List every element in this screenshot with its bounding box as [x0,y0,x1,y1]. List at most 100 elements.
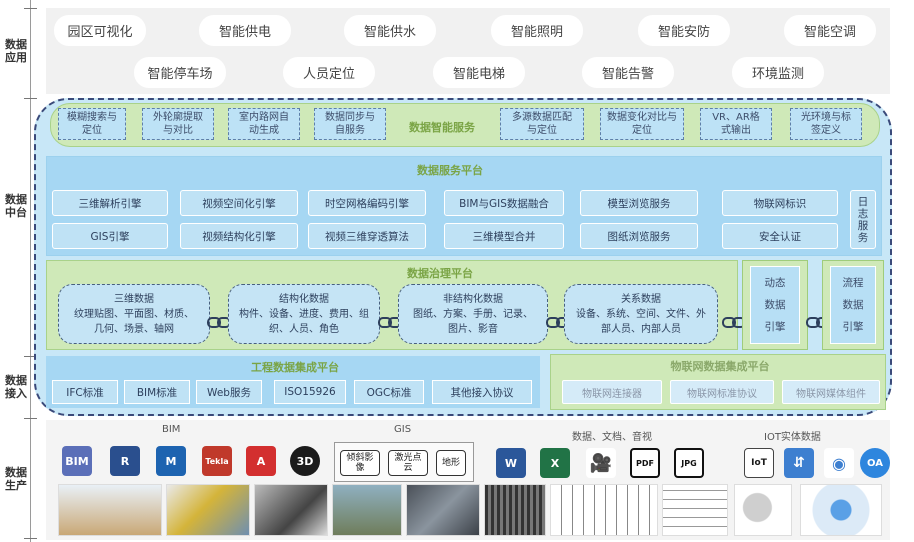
service-item[interactable]: 模型浏览服务 [580,190,698,216]
iot-component[interactable]: 物联网标准协议 [670,380,774,404]
drawing-image [550,484,658,536]
axis-tick [24,418,37,419]
solution-title: 数据智能服务 [409,121,475,134]
data-cluster-relation[interactable]: 关系数据 设备、系统、空间、文件、外 部人员、内部人员 [564,284,718,344]
axis-tick [24,356,37,357]
gis-item[interactable]: 地形 [436,450,466,476]
cluster-title: 关系数据 [621,293,661,305]
jpg-icon: JPG [674,448,704,478]
service-item[interactable]: 视频三维穿透算法 [308,223,426,249]
point-cloud-image [406,484,480,536]
bluetooth-icon: ⇵ [784,448,814,478]
layer-label-middle: 数据 中台 [5,193,27,219]
oblique-photo-image [332,484,402,536]
app-item[interactable]: 智能停车场 [134,57,226,88]
engineering-title: 工程数据集成平台 [251,361,339,374]
video-camera-icon: 🎥 [586,448,616,478]
iot-component[interactable]: 物联网连接器 [562,380,662,404]
iot-icon: IoT [744,448,774,478]
log-service[interactable]: 日 志 服 务 [850,190,876,249]
solution-item[interactable]: 室内路网自 动生成 [228,108,300,140]
axis-tick [24,538,37,539]
group-label-gis: GIS [394,424,412,435]
tekla-icon: Tekla [202,446,232,476]
cluster-title: 结构化数据 [279,293,329,305]
app-item[interactable]: 智能供水 [344,15,436,46]
mep-model-image [166,484,250,536]
app-item[interactable]: 智能照明 [491,15,583,46]
layer-label-access: 数据 接入 [5,374,27,400]
access-protocol[interactable]: ISO15926 [274,380,346,404]
excel-icon: X [540,448,570,478]
access-protocol[interactable]: IFC标准 [52,380,118,404]
cluster-title: 三维数据 [114,293,154,305]
bim-icon: BIM [62,446,92,476]
axis-tick [24,98,37,99]
iot-title: 物联网数据集成平台 [670,360,770,373]
solution-item[interactable]: 模糊搜索与 定位 [58,108,126,140]
solution-item[interactable]: 多源数据匹配 与定位 [500,108,584,140]
service-item[interactable]: BIM与GIS数据融合 [444,190,564,216]
building-model-image [58,484,162,536]
camera-image [734,484,792,536]
iot-component[interactable]: 物联网媒体组件 [782,380,880,404]
governance-title: 数据治理平台 [407,267,473,280]
service-item[interactable]: 图纸浏览服务 [580,223,698,249]
data-cluster-unstructured[interactable]: 非结构化数据 图纸、方案、手册、记录、 图片、影音 [398,284,548,344]
microstation-icon: M [156,446,186,476]
cluster-body: 图纸、方案、手册、记录、 图片、影音 [413,308,533,335]
gis-item[interactable]: 激光点 云 [388,450,428,476]
layer-label-production: 数据 生产 [5,466,27,492]
process-data-engine[interactable]: 流程 数据 引擎 [830,266,876,344]
service-item[interactable]: 视频结构化引擎 [180,223,298,249]
app-item[interactable]: 智能电梯 [433,57,525,88]
service-item[interactable]: 安全认证 [722,223,838,249]
solution-item[interactable]: VR、AR格 式输出 [700,108,772,140]
app-item[interactable]: 智能供电 [199,15,291,46]
app-item[interactable]: 园区可视化 [54,15,146,46]
elevation-image [662,484,728,536]
axis-tick [24,8,37,9]
solution-item[interactable]: 光环境与标 签定义 [790,108,862,140]
group-label-docs: 数据、文档、音视 [572,432,652,443]
service-item[interactable]: GIS引擎 [52,223,168,249]
group-label-bim: BIM [162,424,181,435]
oa-icon: OA [860,448,890,478]
app-item[interactable]: 环境监测 [732,57,824,88]
app-item[interactable]: 智能安防 [638,15,730,46]
layer-axis [30,0,31,542]
access-protocol[interactable]: 其他接入协议 [432,380,532,404]
cluster-body: 构件、设备、进度、费用、组 织、人员、角色 [239,308,369,335]
pdf-icon: PDF [630,448,660,478]
app-item[interactable]: 智能空调 [784,15,876,46]
autocad-icon: A [246,446,276,476]
interior-model-image [254,484,328,536]
sensor-icon: ◉ [824,448,854,478]
service-item[interactable]: 视频空间化引擎 [180,190,298,216]
layer-label-app: 数据 应用 [5,38,27,64]
cluster-body: 设备、系统、空间、文件、外 部人员、内部人员 [576,308,706,335]
group-label-iot: IOT实体数据 [764,432,821,443]
access-protocol[interactable]: Web服务 [196,380,262,404]
dynamic-data-engine[interactable]: 动态 数据 引擎 [750,266,800,344]
solution-item[interactable]: 数据同步与 自服务 [314,108,386,140]
service-item[interactable]: 三维模型合并 [444,223,564,249]
document-image [484,484,546,536]
service-item[interactable]: 时空网格编码引擎 [308,190,426,216]
3dsmax-icon: 3D [290,446,320,476]
revit-icon: R [110,446,140,476]
gis-item[interactable]: 倾斜影 像 [340,450,380,476]
data-cluster-3d[interactable]: 三维数据 纹理贴图、平面图、材质、 几何、场景、轴网 [58,284,210,344]
access-protocol[interactable]: OGC标准 [354,380,424,404]
access-protocol[interactable]: BIM标准 [124,380,190,404]
iot-network-image [800,484,882,536]
service-item[interactable]: 三维解析引擎 [52,190,168,216]
service-item[interactable]: 物联网标识 [722,190,838,216]
cluster-body: 纹理贴图、平面图、材质、 几何、场景、轴网 [74,308,194,335]
app-item[interactable]: 智能告警 [582,57,674,88]
app-item[interactable]: 人员定位 [283,57,375,88]
solution-item[interactable]: 数据变化对比与 定位 [600,108,684,140]
solution-item[interactable]: 外轮廓提取 与对比 [142,108,214,140]
data-cluster-structured[interactable]: 结构化数据 构件、设备、进度、费用、组 织、人员、角色 [228,284,380,344]
service-title: 数据服务平台 [417,164,483,177]
